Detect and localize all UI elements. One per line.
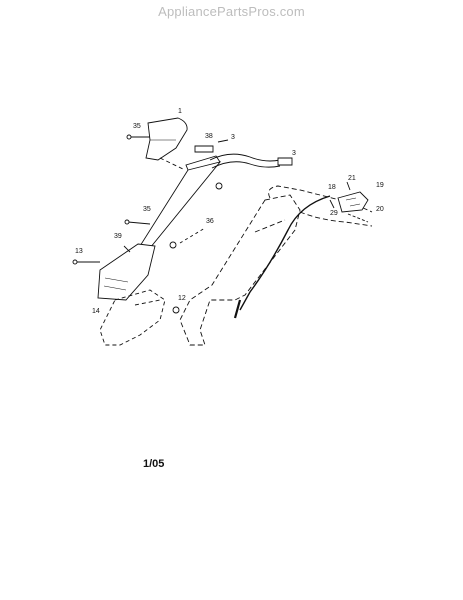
callout-20: 20 — [376, 206, 384, 213]
handle-ghost — [179, 194, 301, 346]
callout-38: 38 — [205, 133, 213, 140]
callout-18: 18 — [328, 184, 336, 191]
handle-tube — [139, 161, 222, 249]
part-38-grip — [194, 145, 214, 153]
callout-3-right: 3 — [292, 150, 296, 157]
callout-35-top: 35 — [133, 123, 141, 130]
callout-19: 19 — [376, 182, 384, 189]
callout-14: 14 — [92, 308, 100, 315]
part-21-screw — [346, 181, 351, 191]
part-14-bracket — [97, 243, 156, 301]
frame-ghost — [99, 289, 166, 346]
callout-36: 36 — [206, 218, 214, 225]
callout-labels: 1 35 38 3 3 35 36 39 13 14 12 18 21 19 2… — [75, 108, 384, 315]
callout-39: 39 — [114, 233, 122, 240]
callout-29: 29 — [330, 210, 338, 217]
handle-assembly — [72, 117, 293, 346]
watermark: AppliancePartsPros.com — [158, 4, 305, 19]
part-35-screw-mid — [127, 221, 151, 225]
part-36-nut — [169, 241, 177, 249]
part-29-clip — [329, 199, 335, 209]
cable-assembly — [179, 181, 373, 346]
part-3-grip — [277, 157, 293, 166]
callout-21: 21 — [348, 175, 356, 182]
callout-12: 12 — [178, 295, 186, 302]
callout-3-left: 3 — [231, 134, 235, 141]
callout-35-mid: 35 — [143, 206, 151, 213]
callout-13: 13 — [75, 248, 83, 255]
handlebar — [209, 153, 281, 162]
callout-1: 1 — [178, 108, 182, 115]
part-12-nut — [172, 306, 180, 314]
part-39-bolt — [123, 245, 131, 253]
date-code: 1/05 — [143, 458, 165, 470]
part-19-control — [337, 191, 369, 213]
part-18-cable — [239, 195, 331, 311]
part-1-cover — [145, 117, 188, 161]
